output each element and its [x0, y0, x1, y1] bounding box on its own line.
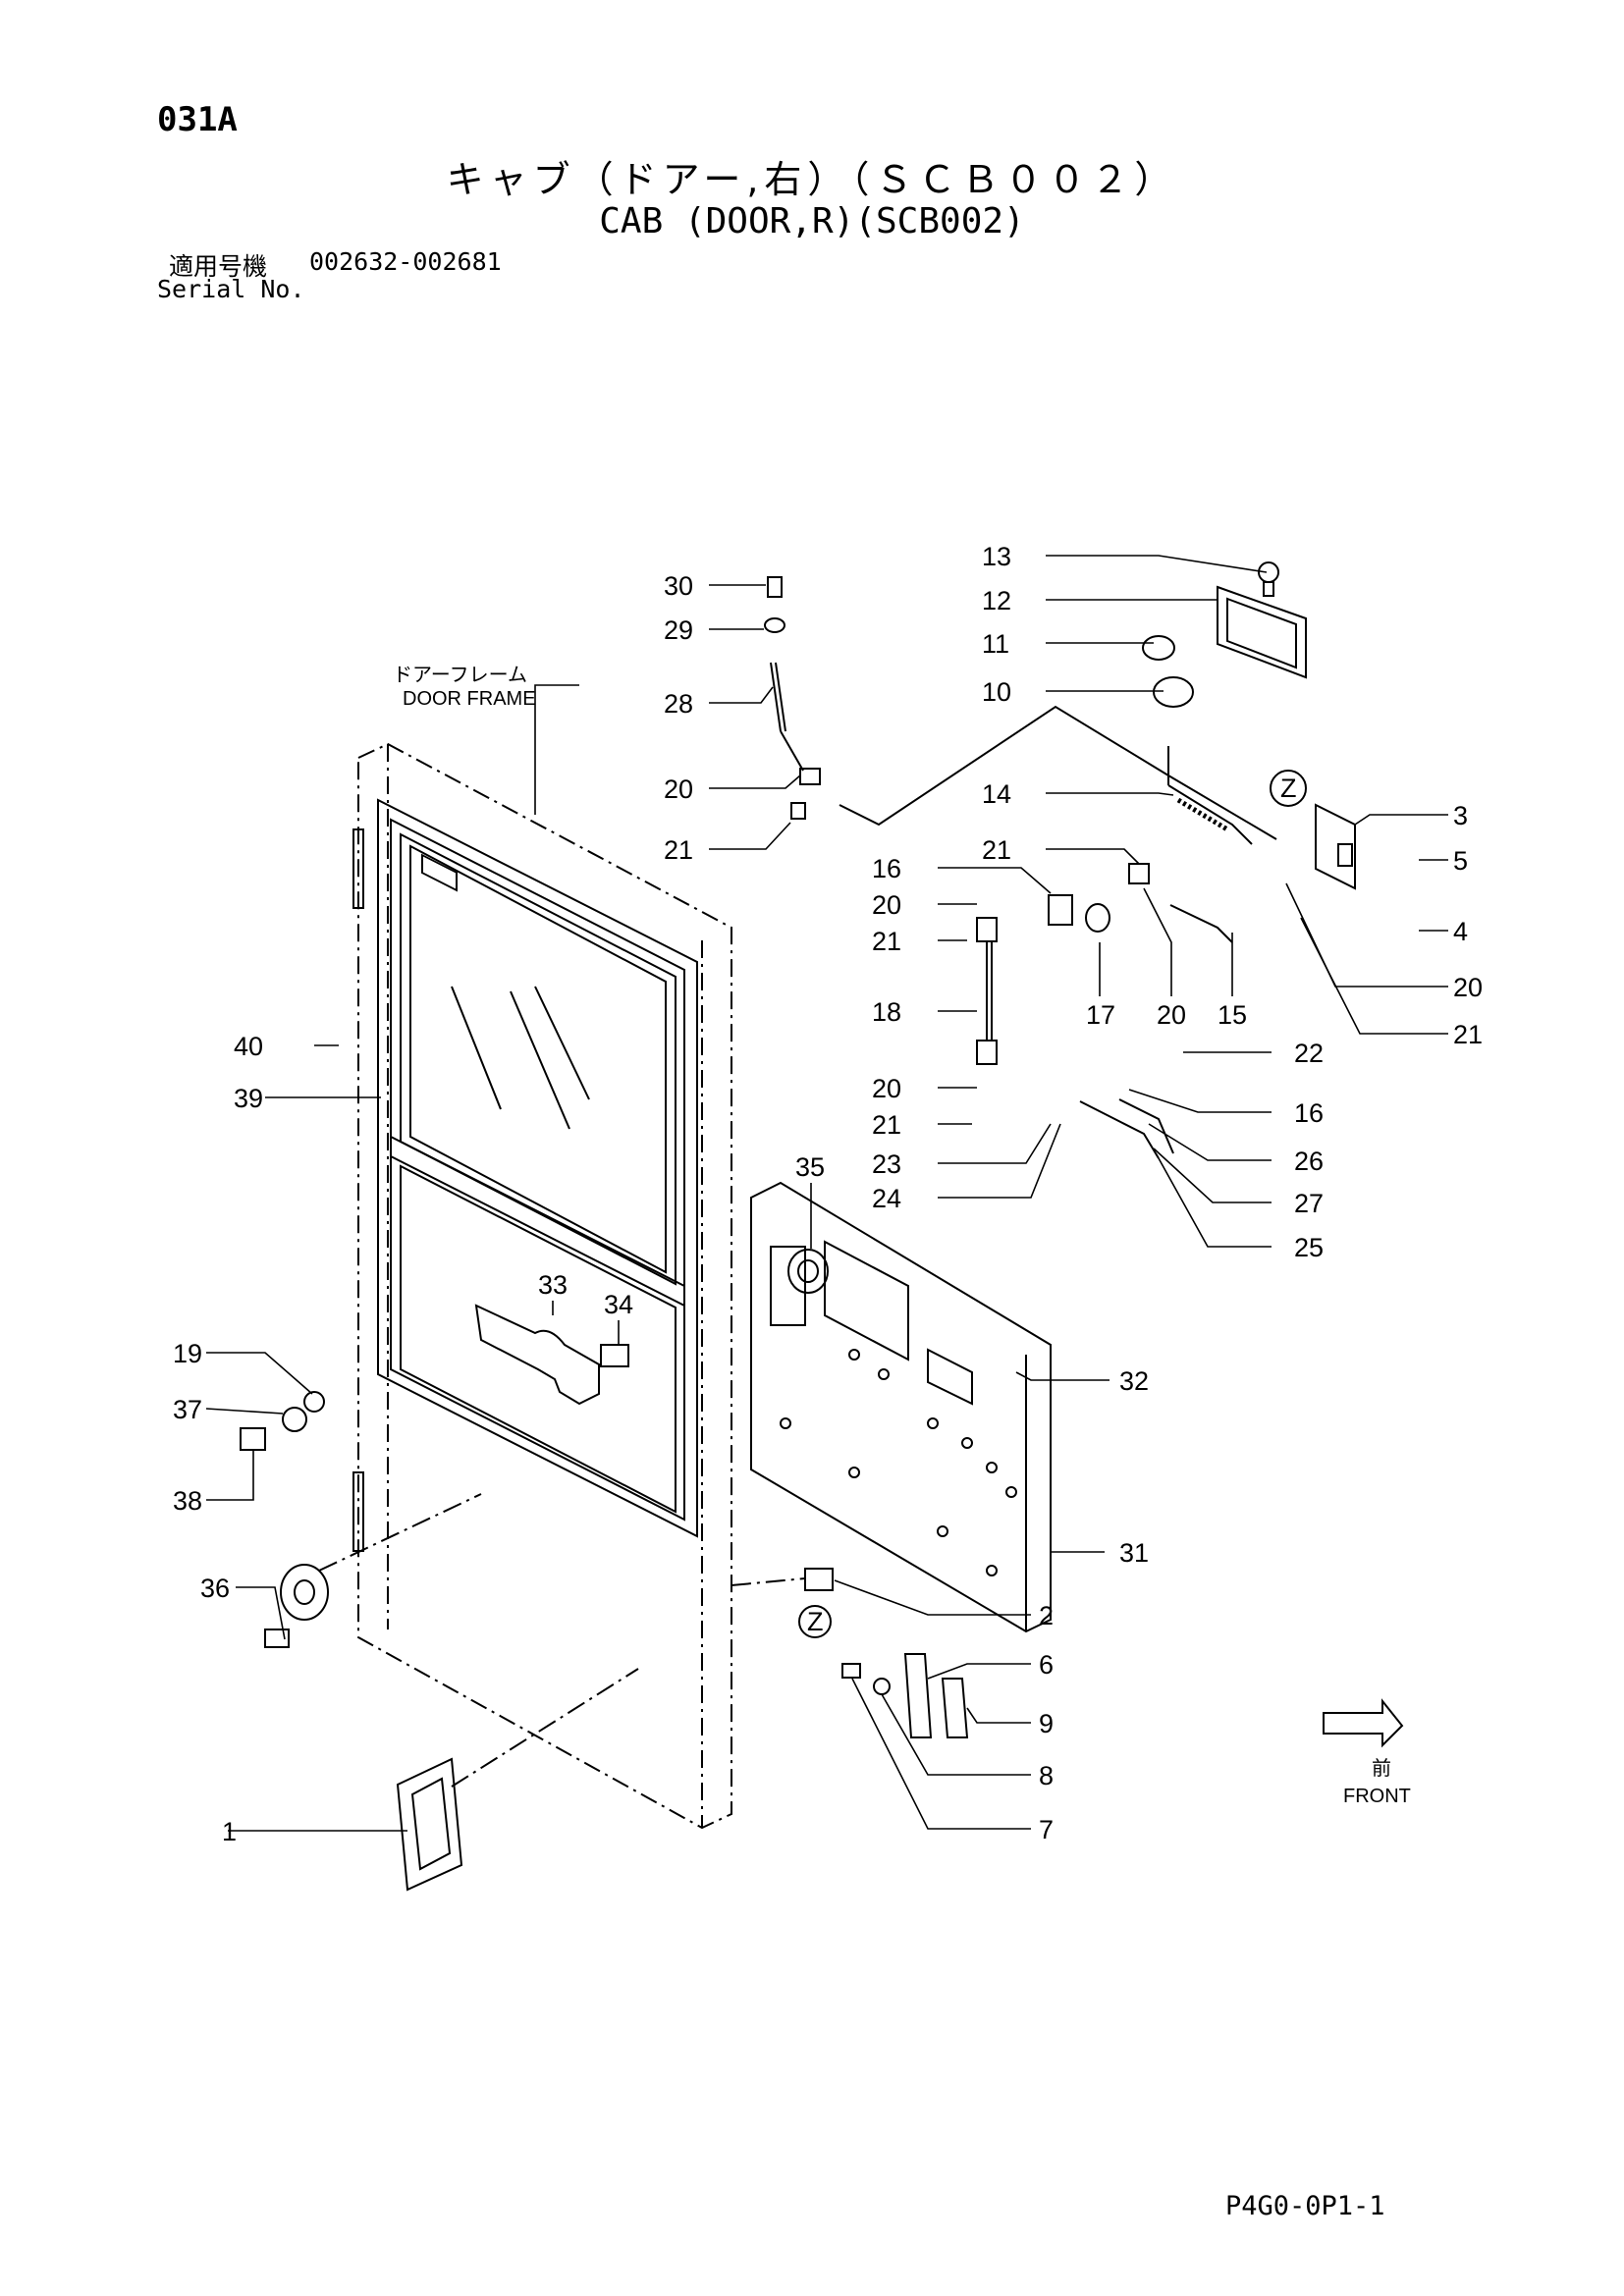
door-frame-outline [357, 742, 732, 1830]
callout-31: 31 [1119, 1538, 1149, 1568]
callout-labels: 30 29 28 20 21 13 12 11 10 14 3 5 4 20 2… [173, 542, 1483, 1846]
callout-27: 27 [1294, 1189, 1324, 1218]
front-arrow [1323, 1698, 1404, 1748]
title-japanese: キャブ（ドアー,右）（ＳＣＢ００２） [446, 158, 1178, 201]
callout-20e: 20 [872, 1074, 901, 1103]
callout-5: 5 [1453, 846, 1468, 876]
door-frame-label-ja: ドアーフレーム [393, 665, 527, 686]
callout-20b: 20 [1453, 973, 1483, 1002]
callout-29: 29 [664, 615, 693, 645]
callout-11: 11 [982, 629, 1009, 659]
callout-21b: 21 [1453, 1020, 1483, 1049]
callout-24: 24 [872, 1184, 901, 1213]
callout-21: 21 [664, 835, 693, 865]
front-label-en: FRONT [1343, 1786, 1411, 1807]
callout-21d: 21 [872, 927, 901, 956]
inner-handle [474, 1304, 629, 1406]
svg-text:Z: Z [807, 1607, 824, 1636]
callout-20c: 20 [872, 890, 901, 920]
spring-rod [1167, 784, 1253, 845]
page-code: 031A [157, 100, 238, 139]
callout-26: 26 [1294, 1147, 1324, 1176]
callout-3: 3 [1453, 801, 1468, 830]
callout-6: 6 [1039, 1650, 1054, 1680]
callout-2: 2 [1039, 1601, 1054, 1630]
callout-18: 18 [872, 997, 901, 1027]
window-assembly [377, 798, 698, 1538]
serial-range: 002632-002681 [309, 247, 502, 276]
serial-label-english: Serial No. [157, 275, 305, 303]
callout-17: 17 [1086, 1000, 1115, 1030]
callout-19: 19 [173, 1339, 202, 1368]
callout-33: 33 [538, 1270, 568, 1300]
callout-32: 32 [1119, 1366, 1149, 1396]
trim-panel [750, 1181, 1052, 1633]
callout-9: 9 [1039, 1709, 1054, 1738]
callout-20: 20 [664, 774, 693, 804]
svg-text:Z: Z [1280, 774, 1297, 803]
callout-34: 34 [604, 1290, 633, 1319]
callout-22: 22 [1294, 1039, 1324, 1068]
callout-21c: 21 [982, 835, 1011, 865]
callout-12: 12 [982, 586, 1011, 615]
callout-36: 36 [200, 1574, 230, 1603]
callout-10: 10 [982, 677, 1011, 707]
callout-16b: 16 [1294, 1098, 1324, 1128]
front-label-ja: 前 [1372, 1757, 1391, 1780]
callout-28: 28 [664, 689, 693, 719]
callout-30: 30 [664, 571, 693, 601]
callout-40: 40 [234, 1032, 263, 1061]
callout-23: 23 [872, 1149, 901, 1179]
door-frame-label-en: DOOR FRAME [403, 688, 536, 710]
callout-14: 14 [982, 779, 1011, 809]
callout-7: 7 [1039, 1815, 1054, 1844]
lower-right-parts: Z [731, 1568, 969, 1738]
callout-13: 13 [982, 542, 1011, 571]
callout-15: 15 [1218, 1000, 1247, 1030]
outer-handle [396, 1668, 639, 1892]
callout-25: 25 [1294, 1233, 1324, 1262]
callout-39: 39 [234, 1084, 263, 1113]
sheet-code: P4G0-0P1-1 [1225, 2191, 1385, 2221]
callout-4: 4 [1453, 917, 1468, 946]
callout-35: 35 [795, 1152, 825, 1182]
callout-1: 1 [222, 1817, 237, 1846]
callout-20d: 20 [1157, 1000, 1186, 1030]
callout-16: 16 [872, 854, 901, 883]
title-english: CAB (DOOR,R)(SCB002) [599, 201, 1025, 241]
callout-8: 8 [1039, 1761, 1054, 1790]
leader-lines [205, 555, 1448, 1832]
lower-left-parts [240, 1391, 482, 1648]
callout-38: 38 [173, 1486, 202, 1516]
callout-37: 37 [173, 1395, 202, 1424]
lock-assembly: Z [1142, 561, 1356, 890]
callout-21e: 21 [872, 1110, 901, 1140]
mid-linkage [976, 863, 1233, 1159]
serial-label-japanese: 適用号機 [169, 252, 268, 281]
upper-rod-assembly [764, 576, 1277, 840]
